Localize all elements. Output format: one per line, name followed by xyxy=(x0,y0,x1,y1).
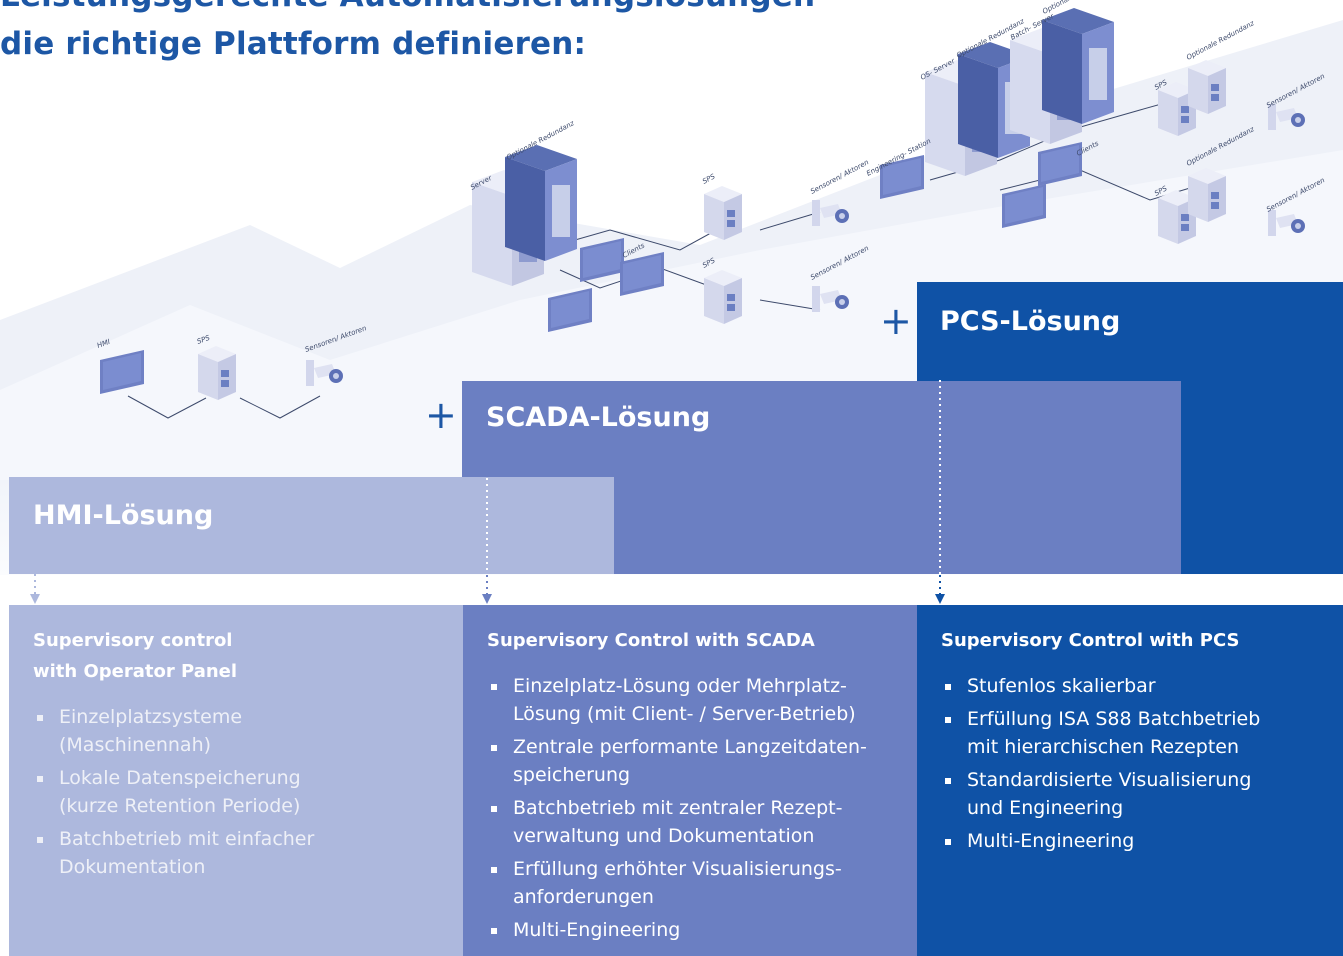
pcs-column-title: Supervisory Control with PCS xyxy=(941,630,1240,651)
scada-feature-list: Einzelplatz-Lösung oder Mehrplatz- Lösun… xyxy=(487,672,899,944)
scada-title: SCADA-Lösung xyxy=(486,402,711,433)
list-item: Erfüllung ISA S88 Batchbetrieb mit hiera… xyxy=(941,705,1325,761)
scada-column: Supervisory Control with SCADA Einzelpla… xyxy=(463,605,917,956)
headline-line-2: die richtige Plattform definieren: xyxy=(0,26,587,62)
list-item: Multi-Engineering xyxy=(487,916,899,944)
pcs-column: Supervisory Control with PCS Stufenlos s… xyxy=(917,605,1343,956)
list-item: Lokale Datenspeicherung (kurze Retention… xyxy=(33,764,445,820)
svg-text:SPS: SPS xyxy=(701,172,717,185)
pcs-title: PCS-Lösung xyxy=(940,306,1121,337)
scada-plus-icon: + xyxy=(425,393,457,437)
hmi-title: HMI-Lösung xyxy=(33,500,214,531)
hmi-feature-list: Einzelplatzsysteme (Maschinennah) Lokale… xyxy=(33,703,445,881)
list-item: Erfüllung erhöhter Visualisierungs- anfo… xyxy=(487,855,899,911)
scada-column-title: Supervisory Control with SCADA xyxy=(487,630,815,651)
pcs-feature-list: Stufenlos skalierbar Erfüllung ISA S88 B… xyxy=(941,672,1325,855)
hmi-column-title: Supervisory control with Operator Panel xyxy=(33,630,238,682)
list-item: Multi-Engineering xyxy=(941,827,1325,855)
headline-line-1: Leistungsgerechte Automatisierungslösung… xyxy=(0,0,815,20)
list-item: Zentrale performante Langzeitdaten- spei… xyxy=(487,733,899,789)
list-item: Batchbetrieb mit zentraler Rezept- verwa… xyxy=(487,794,899,850)
hmi-bar xyxy=(9,477,614,574)
pcs-plus-icon: + xyxy=(880,299,912,343)
list-item: Batchbetrieb mit einfacher Dokumentation xyxy=(33,825,445,881)
list-item: Einzelplatzsysteme (Maschinennah) xyxy=(33,703,445,759)
list-item: Stufenlos skalierbar xyxy=(941,672,1325,700)
list-item: Standardisierte Visualisierung und Engin… xyxy=(941,766,1325,822)
list-item: Einzelplatz-Lösung oder Mehrplatz- Lösun… xyxy=(487,672,899,728)
page-headline: Leistungsgerechte Automatisierungslösung… xyxy=(0,0,815,68)
hmi-column: Supervisory control with Operator Panel … xyxy=(9,605,463,956)
